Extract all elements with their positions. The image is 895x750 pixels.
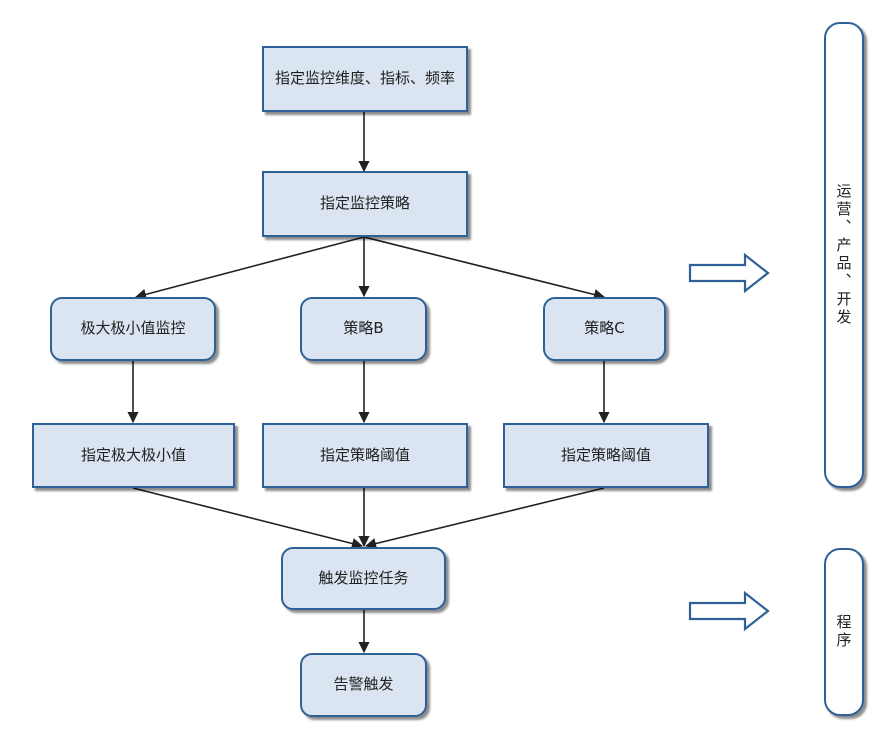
node-label: 指定极大极小值 <box>80 445 186 464</box>
node-label: 指定策略阈值 <box>319 445 410 464</box>
side-label-text: 程序 <box>834 614 853 650</box>
node-label: 指定监控策略 <box>319 194 410 213</box>
side-label-text: 运营、产品、开发 <box>834 183 853 327</box>
node-label: 策略C <box>584 319 625 338</box>
arrow-n4c-n5 <box>364 487 605 550</box>
node-label: 指定策略阈值 <box>560 445 651 464</box>
node-trigger-task: 触发监控任务 <box>281 547 446 610</box>
node-label: 极大极小值监控 <box>80 319 186 338</box>
node-specify-strategy: 指定监控策略 <box>262 171 468 237</box>
arrow-n2-n3c <box>363 236 606 300</box>
node-specify-min-max: 指定极大极小值 <box>32 423 235 488</box>
node-specify-threshold-b: 指定策略阈值 <box>262 423 468 488</box>
node-strategy-b: 策略B <box>300 297 427 361</box>
node-label: 告警触发 <box>333 675 394 694</box>
right-arrow-icon <box>688 252 770 294</box>
right-arrow-icon <box>688 590 770 632</box>
node-label: 触发监控任务 <box>318 568 409 587</box>
node-strategy-c: 策略C <box>543 297 666 361</box>
arrow-n2-n3a <box>134 236 365 300</box>
node-label: 策略B <box>343 319 384 338</box>
node-alert-trigger: 告警触发 <box>300 653 427 717</box>
node-specify-threshold-c: 指定策略阈值 <box>503 423 709 488</box>
arrow-n4a-n5 <box>132 487 364 549</box>
node-specify-dimensions: 指定监控维度、指标、频率 <box>262 46 468 112</box>
side-label-ops: 运营、产品、开发 <box>824 22 864 488</box>
node-min-max-monitor: 极大极小值监控 <box>50 297 216 361</box>
side-label-program: 程序 <box>824 548 864 716</box>
node-label: 指定监控维度、指标、频率 <box>274 69 455 88</box>
